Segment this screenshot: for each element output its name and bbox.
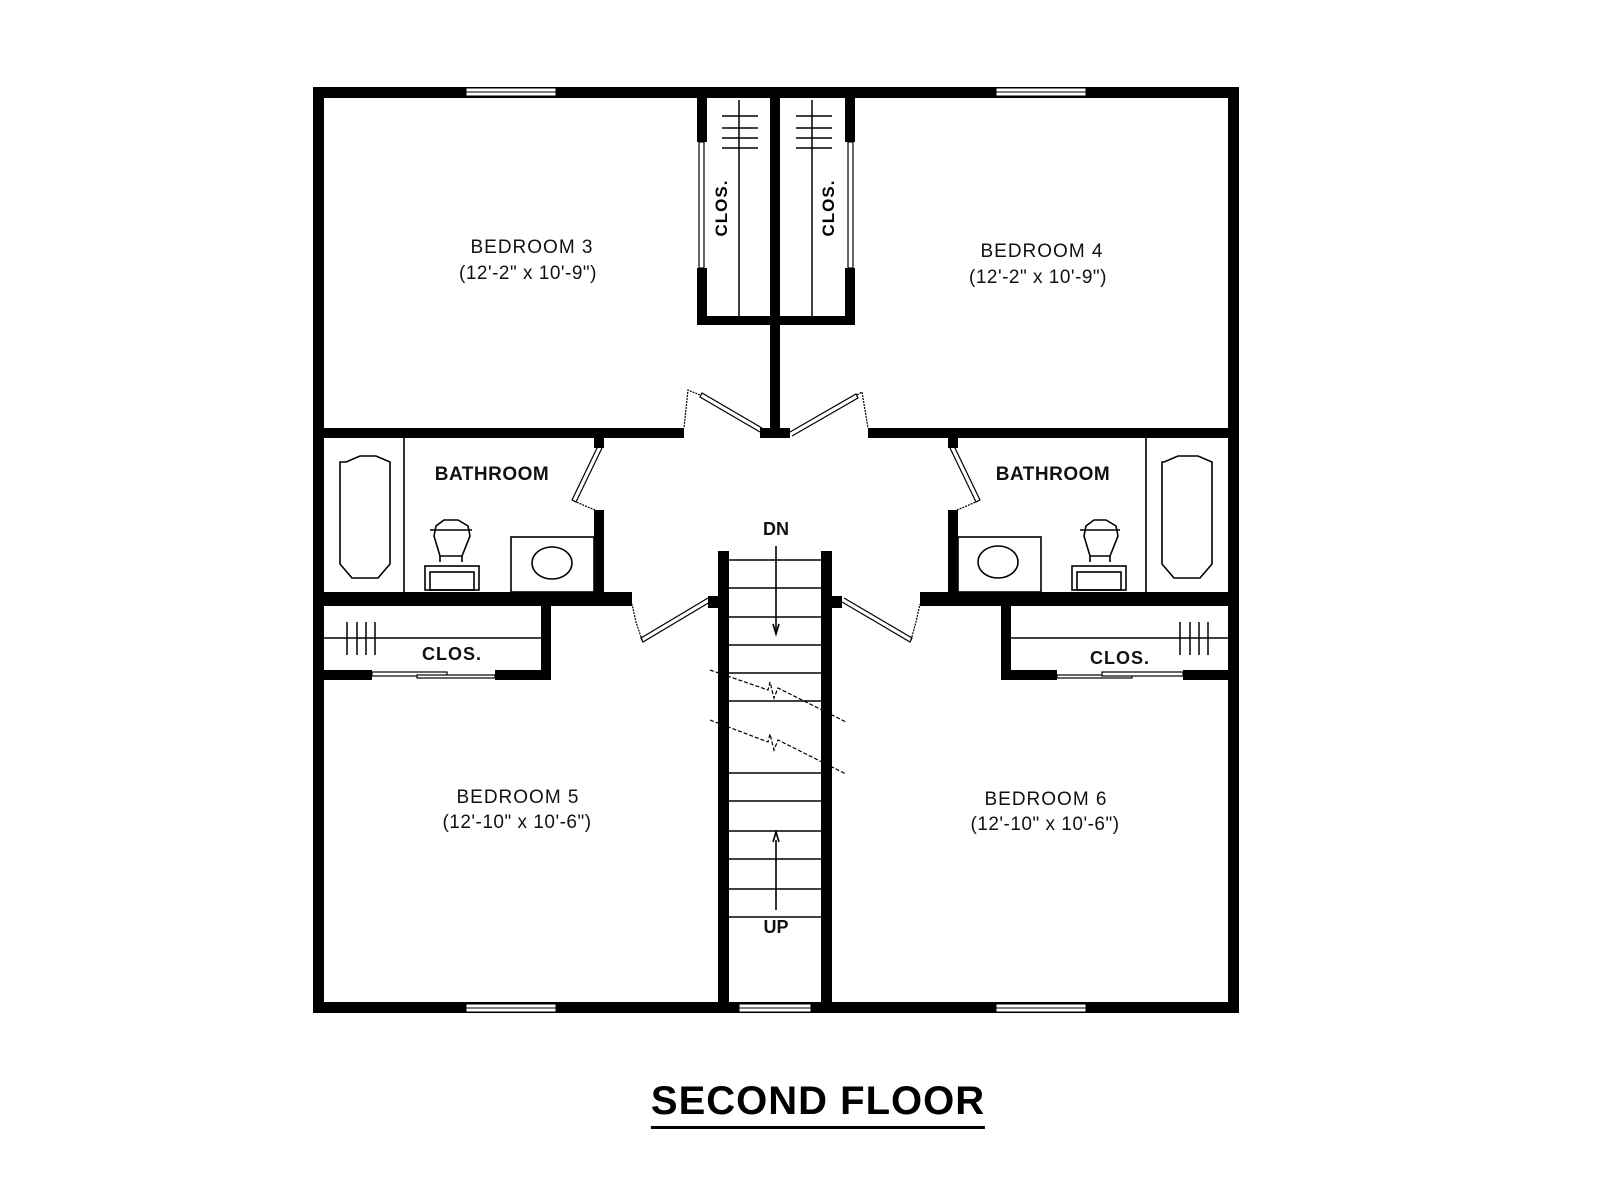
sink-basin-icon: [977, 545, 1019, 579]
room-dimensions-bedroom-3: (12'-2" x 10'-9"): [458, 263, 598, 284]
closet-label-bedroom-3: CLOS.: [712, 179, 731, 237]
toilet-tank-icon: [1071, 565, 1127, 591]
room-name-bedroom-5: BEDROOM 5: [456, 787, 580, 808]
stairs-up-label: UP: [763, 917, 789, 937]
closet-label-bedroom-5: CLOS.: [421, 644, 483, 664]
room-dimensions-bedroom-4: (12'-2" x 10'-9"): [968, 267, 1108, 288]
room-name-bathroom-left: BATHROOM: [434, 464, 550, 485]
closet-label-bedroom-6: CLOS.: [1089, 648, 1151, 668]
room-name-bedroom-3: BEDROOM 3: [470, 237, 594, 258]
bathtub-icon: [339, 455, 391, 579]
room-name-bedroom-4: BEDROOM 4: [980, 241, 1104, 262]
staircase: [709, 546, 847, 918]
toilet-tank-icon: [424, 565, 480, 591]
stairs-down-label: DN: [763, 519, 789, 539]
sink-basin-icon: [531, 546, 573, 580]
room-name-bathroom-right: BATHROOM: [995, 464, 1111, 485]
bathtub-icon: [1161, 455, 1213, 579]
stair-break-line: [709, 719, 847, 775]
toilet-icon: [1080, 519, 1120, 562]
room-dimensions-bedroom-5: (12'-10" x 10'-6"): [442, 812, 592, 833]
room-dimensions-bedroom-6: (12'-10" x 10'-6"): [970, 814, 1120, 835]
sink-vanity-icon: [957, 536, 1042, 593]
stair-break-line: [709, 669, 847, 723]
closet-rods: [324, 100, 1228, 655]
windows: [465, 87, 1087, 1013]
bathroom-fixtures: [339, 438, 1213, 593]
floor-plan-title: SECOND FLOOR: [650, 1078, 986, 1129]
interior-walls: [324, 98, 1228, 1006]
sink-vanity-icon: [510, 536, 595, 593]
closet-label-bedroom-4: CLOS.: [819, 179, 838, 237]
room-name-bedroom-6: BEDROOM 6: [984, 789, 1108, 810]
toilet-icon: [430, 519, 472, 562]
doors: [371, 141, 1184, 679]
